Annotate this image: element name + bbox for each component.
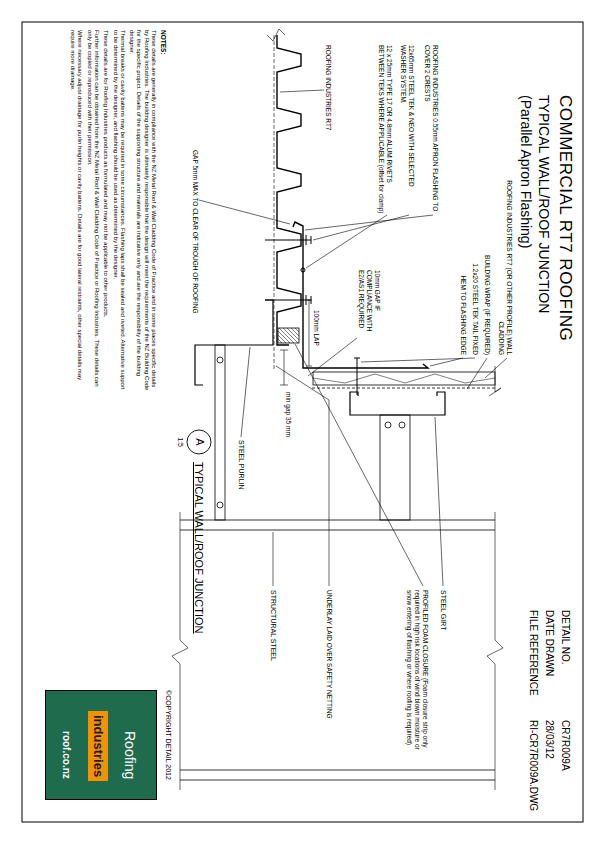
title-block-text: 28/03/12 [543, 720, 555, 820]
callout-letter: A [193, 428, 206, 456]
section-callout: A 1:5 [171, 428, 213, 456]
roof-tek-screws [265, 235, 311, 305]
callout-label: BUILDING WRAP (IF REQUIRED) [483, 170, 491, 355]
note-text: Thermal breaks or cavity battens may be … [111, 30, 126, 392]
callout-label: 100mm LAP [312, 310, 320, 360]
logo-text: roof.co.nz [60, 731, 72, 779]
callout-label: ROOFING INDUSTRIES RT7 [324, 45, 332, 165]
note-text: These details are for Roofing Industries… [102, 30, 109, 392]
title-block-text: RI-CR7R009A.DWG [527, 720, 539, 820]
callout-label: UNDERLAY LAID OVER SAFETY NETTING [325, 590, 333, 740]
company-logo: Roofing industries roof.co.nz [45, 690, 157, 800]
callout-label: ROOFING INDUSTRIES RT7 (OR OTHER PROFILE… [497, 170, 513, 355]
logo-text: industries [88, 711, 108, 781]
title-block-text: CR7R009A [559, 720, 571, 820]
callout-label: ROOFING INDUSTRIES 0.55mm APRON FLASHING… [423, 45, 439, 215]
notes-heading: NOTES: [159, 30, 167, 392]
notes-block: NOTES:These details are generally in com… [67, 30, 167, 392]
drawing-title: COMMERCIAL RT7 ROOFING [555, 95, 575, 495]
apron-flashing [293, 222, 428, 368]
foam-closure [278, 328, 299, 343]
callout-label: ©COPYRIGHT DETAIL 2012 [164, 690, 172, 820]
callout-label: STEEL GIRT [439, 590, 447, 740]
structural-steel [172, 512, 503, 790]
detail-caption: TYPICAL WALL/ROOF JUNCTION [192, 462, 205, 692]
leader-lines [199, 90, 507, 586]
callout-scale: 1:5 [176, 428, 184, 456]
callout-label: 12 x 25mm TYPE 17 OR 4.8mm ALUM RIVETS B… [377, 45, 393, 215]
callout-label: 1.2x20 STEEL TEK TAIL FIXED [471, 170, 479, 355]
title-block-text: TYPICAL WALL/ROOF JUNCTION [535, 95, 552, 415]
steel-purlin [195, 300, 273, 520]
callout-label: HEM TO FLASHING EDGE [459, 170, 467, 355]
callout-label: 12x65mm STEEL TEK & NEO WITH SELECTED WA… [399, 45, 415, 215]
title-block-text: DATE DRAWN [543, 610, 555, 710]
sheet-border [22, 22, 583, 822]
callout-label: PROFILED FOAM CLOSURE (Foam closure stri… [406, 590, 429, 760]
note-text: Further information can be obtained from… [85, 30, 100, 392]
callout-label: min gap 35 mm [284, 392, 292, 462]
logo-text: Roofing [121, 731, 138, 779]
note-text: Where necessary adjust drainage for purl… [69, 30, 84, 392]
steel-girt [350, 392, 445, 520]
note-text: These details are generally in complianc… [128, 30, 157, 392]
underlay [274, 35, 275, 370]
callout-label: STEEL PURLIN [237, 440, 245, 520]
title-block-text: (Parallel Apron Flashing) [517, 95, 534, 415]
callout-label: 10mm GAP IF COMPLIANCE WITH E2/AS1 REQUI… [358, 270, 381, 338]
callout-label: GAP 5mm MAX TO CLEAR OF TROUGH OF ROOFIN… [191, 150, 199, 320]
callout-label: STRUCTURAL STEEL [269, 590, 277, 740]
title-block-text: FILE REFERENCE [527, 610, 539, 710]
title-block-text: DETAIL NO. [559, 610, 571, 710]
dimension-lines [280, 300, 312, 385]
roof-sheet [267, 29, 301, 370]
wall-tek-screw [354, 358, 360, 395]
